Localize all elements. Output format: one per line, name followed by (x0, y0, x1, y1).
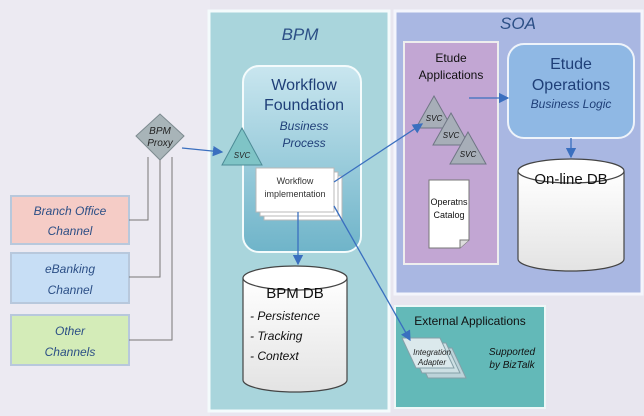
channel-label: Channel (48, 283, 93, 297)
arrow-proxy-to-svc (181, 145, 224, 157)
external-note-line2: by BizTalk (489, 360, 535, 371)
ops-line2: Operations (532, 77, 610, 94)
soa-svc-label: SVC (443, 131, 460, 140)
channel-label: eBanking (45, 262, 95, 276)
bpm-db-item: - Persistence (250, 309, 320, 323)
bpm-db-cylinder: BPM DB - Persistence - Tracking - Contex… (242, 265, 348, 393)
arrow-impl-to-soa-svc (333, 123, 424, 183)
bpm-db-item: - Tracking (250, 329, 303, 343)
ops-sub: Business Logic (531, 97, 612, 111)
channel-label: Branch Office (34, 204, 107, 218)
channel-ebanking: eBanking Channel (10, 252, 130, 304)
soa-svc-label: SVC (460, 150, 477, 159)
bpm-db-item: - Context (250, 349, 299, 363)
channel-label: Channels (45, 345, 96, 359)
flow-arrows (181, 92, 577, 342)
ops-line1: Etude (550, 56, 592, 73)
integration-adapter: Integration Adapter (401, 337, 467, 379)
etude-operations-box: Etude Operations Business Logic (507, 43, 635, 139)
bpm-svc-label: SVC (234, 151, 251, 160)
wf-sub-line1: Business (280, 119, 329, 133)
bpm-title: BPM (282, 25, 320, 44)
wf-title-line2: Foundation (264, 97, 344, 114)
adapter-line2: Adapter (417, 358, 446, 367)
online-db-title: On-line DB (534, 171, 607, 188)
online-db-cylinder: On-line DB (517, 158, 625, 272)
catalog-line1: Operatns (430, 197, 468, 207)
soa-svc-label: SVC (426, 114, 443, 123)
catalog-line2: Catalog (433, 210, 464, 220)
arrow-impl-to-adapter (333, 205, 411, 342)
apps-line1: Etude (435, 51, 467, 65)
bpm-proxy: BPM Proxy (135, 113, 185, 161)
operations-catalog-doc: Operatns Catalog (428, 179, 470, 249)
channel-branch-office: Branch Office Channel (10, 195, 130, 245)
proxy-line2: Proxy (147, 138, 174, 149)
bpm-db-title: BPM DB (266, 285, 324, 302)
apps-line2: Applications (419, 68, 484, 82)
soa-title: SOA (500, 14, 536, 33)
external-title: External Applications (414, 314, 525, 328)
channel-label: Channel (48, 224, 93, 238)
channel-other: Other Channels (10, 314, 130, 366)
impl-line2: implementation (264, 189, 325, 199)
channel-connectors (129, 157, 173, 341)
wf-sub-line2: Process (282, 136, 325, 150)
wf-title-line1: Workflow (271, 77, 337, 94)
channel-label: Other (55, 324, 86, 338)
impl-line1: Workflow (277, 176, 314, 186)
bpm-svc-triangle: SVC (221, 126, 263, 166)
workflow-foundation-box: Workflow Foundation Business Process (242, 65, 362, 253)
workflow-implementation-docs: Workflow implementation (255, 167, 343, 221)
proxy-line1: BPM (149, 126, 171, 137)
external-note-line1: Supported (489, 347, 536, 358)
soa-svc-triangle: SVC (432, 111, 470, 146)
soa-svc-triangle: SVC (415, 94, 453, 129)
adapter-line1: Integration (413, 348, 451, 357)
soa-svc-triangle: SVC (449, 130, 487, 165)
